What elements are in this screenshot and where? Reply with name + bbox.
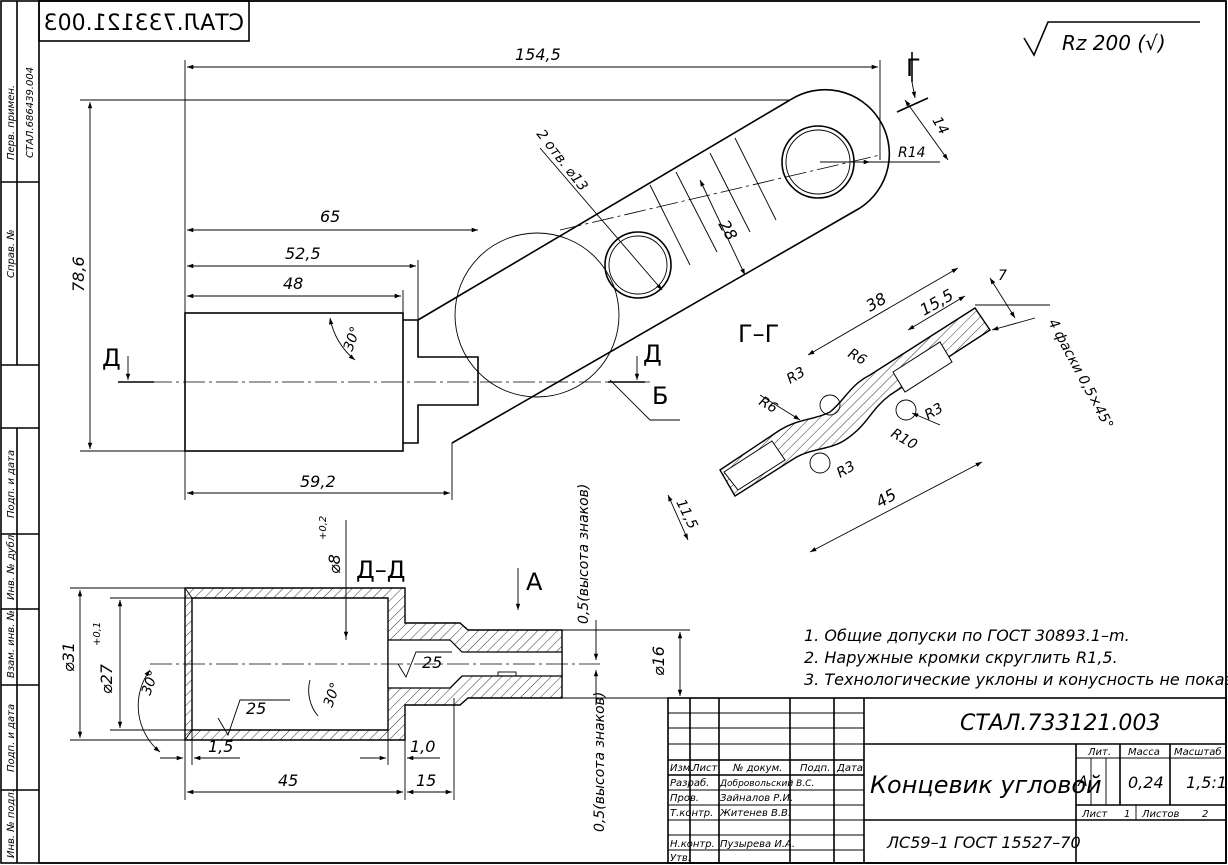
dim-78-6: 78,6 [69,256,88,292]
section-d-mark-right: Д [643,340,662,368]
dim-R14: R14 [898,145,926,161]
dim-48: 48 [283,274,303,293]
podp-data-label-2: Подп. и дата [6,704,17,772]
top-view: Б [150,88,891,452]
technical-notes: 1. Общие допуски по ГОСТ 30893.1–m. 2. Н… [804,626,1228,689]
dim-154-5: 154,5 [515,45,561,64]
section-g-mark: Г [906,54,921,82]
note-3: 3. Технологические уклоны и конусность н… [804,670,1228,689]
roughness-symbol: Rz 200 (√) [1023,21,1200,57]
tb-masshtab-label: Масштаб [1174,746,1222,758]
detail-b-label: Б [652,382,668,410]
dim-15: 15 [416,771,436,790]
r3-a: R3 [784,364,808,387]
tb-list-value: 1 [1124,809,1130,820]
mirrored-designation-text: СТАЛ.733121.003 [44,11,244,36]
dim-28: 28 [715,217,742,244]
tb-lit-value: А [1077,774,1088,790]
section-gg-title: Г–Г [738,320,779,348]
tb-utv-label: Утв. [670,853,691,864]
dim-d31: ⌀31 [59,642,78,672]
chamfer-note: 4 фаски 0,5×45° [1044,316,1116,432]
tb-col-data: Дата [836,763,863,774]
r10: R10 [888,426,920,454]
section-dd: Д–Д ⌀8 +0,2 ⌀31 ⌀27 +0,1 30° 30° [59,484,690,832]
dim-38: 38 [863,289,890,316]
title-block: СТАЛ.733121.003 Концевик угловой ЛС59–1 … [667,697,1227,864]
marking-note-2: 0,5(высота знаков) [592,692,608,832]
dim-1-0: 1,0 [410,737,435,756]
dim-14: 14 [929,114,952,137]
tb-massa-label: Масса [1128,747,1160,758]
dim-d27-tol: +0,1 [92,622,103,646]
dim-d8-tol: +0,2 [318,516,329,540]
tb-razrab-label: Разраб. [670,777,709,789]
tb-tkontr-name: Житенев В.В. [719,808,791,819]
dim-30deg-b: 30° [321,681,345,710]
section-gg: Г–Г 38 15,5 7 4 фаски 0,5×45° R6 R6 R3 R… [667,267,1116,553]
tb-col-doc: № докум. [732,763,782,774]
r3-c: R3 [834,458,858,481]
tb-col-list: Лист [691,763,719,774]
dim-7: 7 [998,268,1007,284]
tb-listov-label: Листов [1141,809,1179,820]
note-2: 2. Наружные кромки скруглить R1,5. [804,648,1118,667]
tb-tkontr-label: Т.контр. [670,808,713,819]
section-d-mark-left: Д [102,344,121,372]
view-a-mark: А [526,568,543,596]
mirrored-designation: СТАЛ.733121.003 [38,0,250,42]
dim-52-5: 52,5 [285,244,321,263]
note-1: 1. Общие допуски по ГОСТ 30893.1–m. [804,626,1130,645]
tb-lit-label: Лит. [1087,747,1111,758]
dim-65: 65 [320,207,340,226]
holes-note: 2 отв. ⌀13 [533,127,591,195]
dim-d16: ⌀16 [649,646,668,676]
tb-prov-label: Пров. [670,793,699,804]
tb-col-izm: Изм. [670,763,694,774]
top-view-dimensions: 154,5 78,6 65 52,5 48 59,2 30° 2 отв. ⌀1… [69,45,951,500]
sprav-no-label: Справ. № [6,229,17,278]
tb-listov-value: 2 [1202,809,1208,820]
tb-designation: СТАЛ.733121.003 [960,711,1160,736]
inv-podl-label: Инв. № подл. [6,789,17,858]
tb-list-label: Лист [1081,809,1109,820]
inv-dubl-label: Инв. № дубл. [5,532,17,600]
left-strip: Перв. примен. СТАЛ.686439.004 Справ. № П… [5,67,36,858]
tb-col-podp: Подп. [800,763,830,774]
tb-nkontr-label: Н.контр. [670,839,715,850]
dim-d27: ⌀27 [97,663,116,694]
marking-note-1: 0,5(высота знаков) [576,484,592,624]
vzam-inv-label: Взам. инв. № [6,610,17,678]
section-dd-title: Д–Д [356,556,406,584]
dim-d8: ⌀8 [325,554,344,574]
dim-45-dd: 45 [278,771,298,790]
rough-25-a: 25 [246,699,266,718]
r6-a: R6 [845,346,869,369]
perv-primen-label: Перв. примен. [6,85,17,160]
roughness-text: Rz 200 (√) [1062,31,1166,55]
dim-59-2: 59,2 [300,472,336,491]
r3-b: R3 [922,400,946,423]
tb-nkontr-name: Пузырева И.А. [720,839,795,850]
dim-30deg-a: 30° [139,669,163,698]
tb-massa-value: 0,24 [1128,773,1164,792]
podp-data-label-1: Подп. и дата [6,450,17,518]
rough-25-b: 25 [422,653,442,672]
tb-prov-name: Зайналов Р.И. [720,793,793,804]
tb-razrab-name: Добровольский В.С. [719,779,814,789]
tb-material: ЛС59–1 ГОСТ 15527–70 [886,833,1081,852]
tb-name: Концевик угловой [870,771,1102,799]
tb-masshtab-value: 1,5:1 [1186,773,1227,792]
dim-30deg-top: 30° [341,325,365,354]
dim-15-5: 15,5 [917,285,957,319]
dim-1-5: 1,5 [208,737,233,756]
perv-primen-value: СТАЛ.686439.004 [25,67,36,158]
